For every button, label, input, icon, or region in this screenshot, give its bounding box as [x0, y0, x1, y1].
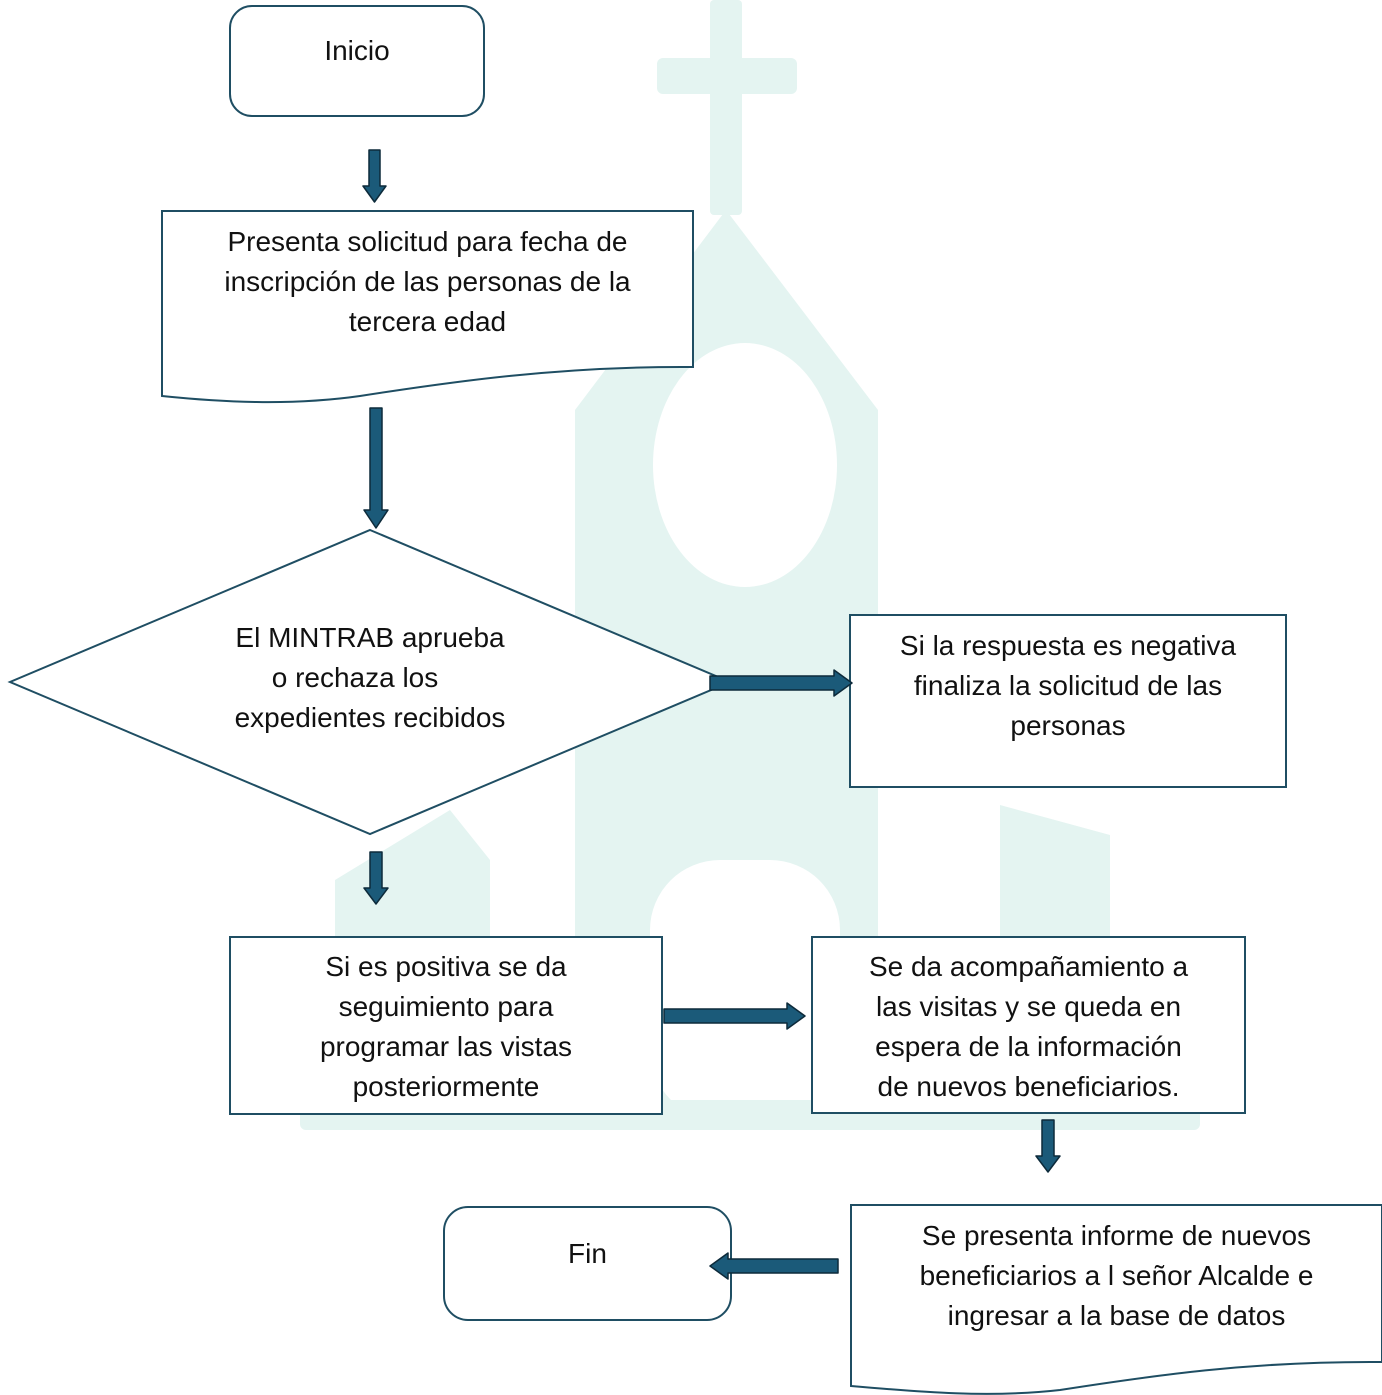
- report-document-shape: [850, 1204, 1382, 1395]
- arrow-report-to-end: [709, 1252, 839, 1280]
- positive-label-line: seguimiento para: [338, 991, 554, 1022]
- positive-process-box: [229, 936, 663, 1115]
- start-label-line: Inicio: [324, 35, 390, 66]
- arrow-positive-to-accompany: [663, 1002, 806, 1030]
- decision-diamond: [7, 528, 733, 836]
- accompany-process-box: [811, 936, 1246, 1114]
- report-label-line: beneficiarios a l señor Alcalde e: [919, 1260, 1314, 1291]
- negative-label: Si la respuesta es negativa finaliza la …: [850, 624, 1286, 748]
- arrow-start-to-request: [362, 149, 387, 203]
- negative-label-line: Si la respuesta es negativa: [899, 630, 1237, 661]
- end-label: Fin: [444, 1207, 731, 1301]
- arrow-accompany-to-report: [1035, 1119, 1061, 1173]
- negative-label-line: finaliza la solicitud de las: [913, 670, 1223, 701]
- report-label-line: ingresar a la base de datos: [947, 1300, 1286, 1331]
- decision-label-line: El MINTRAB aprueba: [235, 622, 505, 653]
- decision-label-line: expedientes recibidos: [234, 702, 506, 733]
- request-label-line: Presenta solicitud para fecha de: [227, 226, 628, 257]
- positive-label-line: programar las vistas: [319, 1031, 573, 1062]
- accompany-label-line: espera de la información: [875, 1031, 1182, 1062]
- request-label-line: inscripción de las personas de la: [224, 266, 631, 297]
- positive-label-line: Si es positiva se da: [325, 951, 567, 982]
- positive-label-line: posteriormente: [352, 1071, 540, 1102]
- accompany-label: Se da acompañamiento a las visitas y se …: [812, 946, 1245, 1108]
- request-label: Presenta solicitud para fecha de inscrip…: [162, 220, 693, 344]
- accompany-label-line: Se da acompañamiento a: [868, 951, 1189, 982]
- negative-process-box: [849, 614, 1287, 788]
- arrow-decision-to-positive: [363, 851, 389, 905]
- decision-label-line: o rechaza los: [271, 662, 439, 693]
- accompany-label-line: de nuevos beneficiarios.: [877, 1071, 1180, 1102]
- negative-label-line: personas: [1010, 710, 1126, 741]
- arrow-decision-to-negative: [709, 669, 853, 697]
- request-document-shape: [161, 210, 694, 404]
- start-label: Inicio: [230, 6, 484, 96]
- request-label-line: tercera edad: [348, 306, 507, 337]
- start-terminator: [229, 5, 485, 117]
- report-label: Se presenta informe de nuevos beneficiar…: [851, 1214, 1382, 1338]
- positive-label: Si es positiva se da seguimiento para pr…: [230, 946, 662, 1108]
- report-label-line: Se presenta informe de nuevos: [921, 1220, 1312, 1251]
- end-label-line: Fin: [568, 1238, 607, 1269]
- arrow-request-to-decision: [363, 407, 389, 529]
- decision-label: El MINTRAB aprueba o rechaza los expedie…: [170, 616, 570, 740]
- accompany-label-line: las visitas y se queda en: [875, 991, 1182, 1022]
